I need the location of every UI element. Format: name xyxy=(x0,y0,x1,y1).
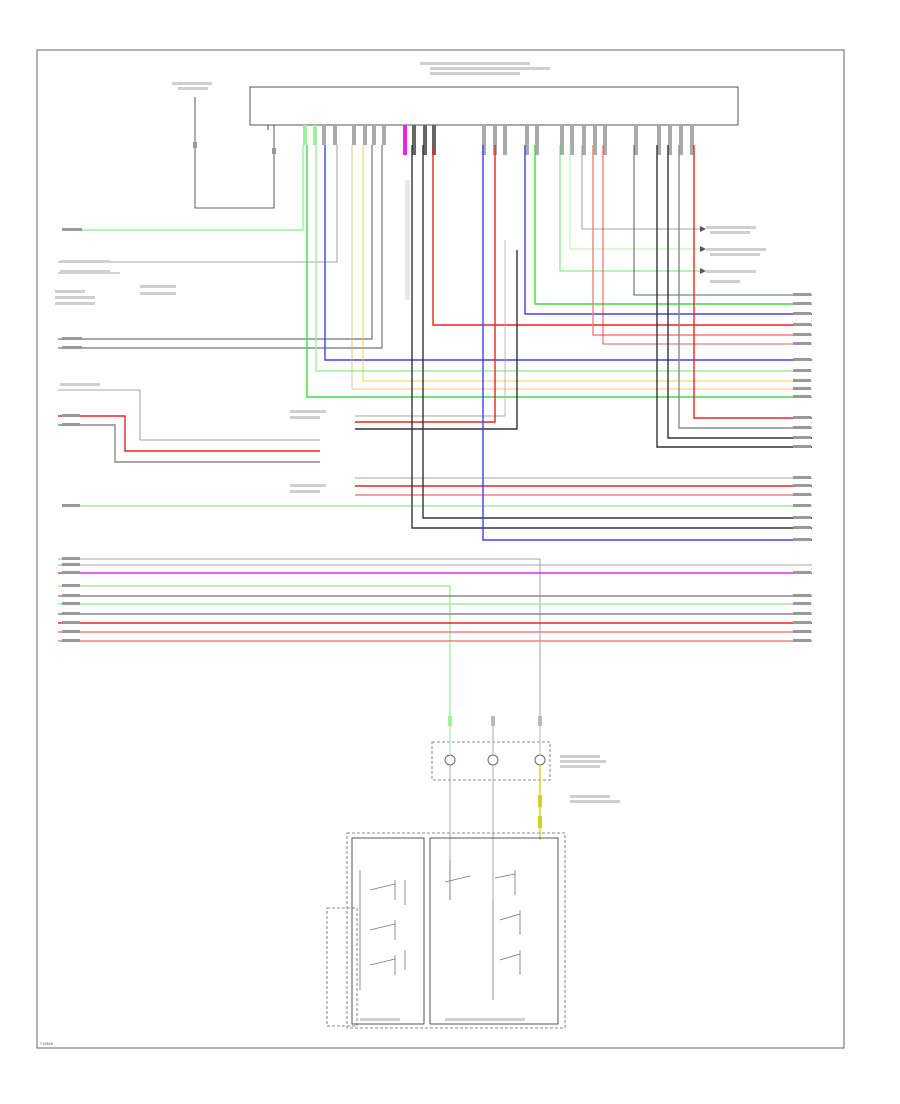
wire-right-7 xyxy=(324,145,812,361)
spiral-terminal xyxy=(487,754,499,766)
wire-right-12 xyxy=(656,145,812,448)
text-placeholders xyxy=(55,62,766,1021)
wire-mid-7 xyxy=(482,145,812,541)
right-steering-switch xyxy=(351,837,425,1025)
wire-lt-green-top xyxy=(62,145,304,231)
right-wire-ends xyxy=(793,293,811,642)
wire-to-subsystem-3 xyxy=(559,145,700,272)
wire-right-4 xyxy=(432,145,812,326)
wire-right-2 xyxy=(534,145,812,305)
connector-pin xyxy=(272,148,276,154)
steering-switch-outer xyxy=(346,832,566,1029)
wire-right-9 xyxy=(362,145,812,382)
wire-right-1 xyxy=(633,145,812,296)
spiral-cable-box xyxy=(431,741,551,781)
diagram-frame xyxy=(36,49,845,1049)
wire-right-14 xyxy=(678,145,812,429)
left-wire-ends xyxy=(62,228,82,642)
wire-right-15 xyxy=(693,145,812,419)
wire-mid-6 xyxy=(411,145,812,529)
control-unit-box xyxy=(249,86,739,126)
wire-mid-5 xyxy=(422,145,812,519)
wire-right-13 xyxy=(667,145,812,439)
footer-code: T10846 xyxy=(39,1042,53,1046)
wire-gray-left-1 xyxy=(58,145,338,263)
wire-center-3 xyxy=(355,250,518,430)
vertical-bundle-label xyxy=(405,180,410,300)
wire-left-red-loop xyxy=(58,415,320,452)
unit-pin-row xyxy=(303,125,694,155)
wire-gray-left-3 xyxy=(58,145,373,340)
wire-right-6 xyxy=(602,145,812,345)
wire-right-11 xyxy=(306,145,812,398)
wire-bus-4 xyxy=(58,585,451,720)
wire-left-gray-loop xyxy=(58,424,320,463)
switch-contacts xyxy=(359,860,521,1000)
wire-bus-1 xyxy=(58,558,541,720)
left-steering-switch xyxy=(429,837,559,1025)
connector-pin xyxy=(193,142,197,148)
spiral-terminal xyxy=(534,754,546,766)
steering-switch-bracket xyxy=(326,907,358,1027)
wire-gray-left-4 xyxy=(58,145,383,349)
top-left-loop-wire xyxy=(194,97,275,209)
wire-center-2 xyxy=(355,145,496,423)
wire-right-8 xyxy=(315,145,812,372)
wire-to-subsystem-1 xyxy=(581,145,700,230)
wire-to-subsystem-2 xyxy=(569,145,700,250)
spiral-terminal xyxy=(444,754,456,766)
wire-right-5 xyxy=(592,145,812,336)
wire-right-3 xyxy=(524,145,812,315)
wire-left-thin-loop xyxy=(58,389,320,441)
wire-right-10 xyxy=(351,145,812,390)
